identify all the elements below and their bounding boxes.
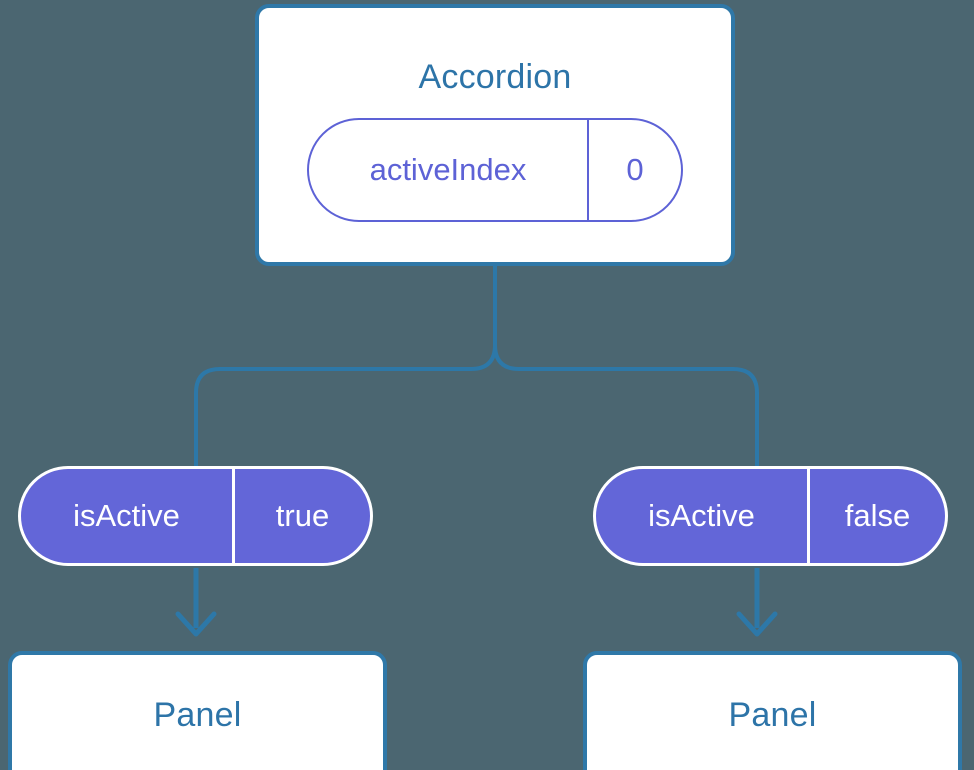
prop-pill-is-active-true-value: true [275,498,330,533]
panel-card-right-title: Panel [728,696,817,734]
prop-pill-is-active-true[interactable]: isActive true [18,466,373,566]
panel-component-card-right[interactable]: Panel [583,651,962,770]
arrow-right-pill-to-panel [736,568,778,637]
edge-accordion-to-left-pill [194,266,497,470]
panel-card-left-title: Panel [153,696,242,734]
state-pill-active-index[interactable]: activeIndex 0 [307,118,683,222]
arrow-left-pill-to-panel [175,568,217,637]
accordion-card-title: Accordion [418,58,572,96]
prop-pill-is-active-false[interactable]: isActive false [593,466,948,566]
edge-accordion-to-right-pill [493,266,759,470]
panel-component-card-left[interactable]: Panel [8,651,387,770]
state-pill-active-index-value: 0 [626,152,644,187]
prop-pill-is-active-false-key: isActive [596,469,810,563]
prop-pill-is-active-false-value: false [844,498,911,533]
state-pill-active-index-key: activeIndex [309,120,589,220]
prop-pill-is-active-true-key: isActive [21,469,235,563]
